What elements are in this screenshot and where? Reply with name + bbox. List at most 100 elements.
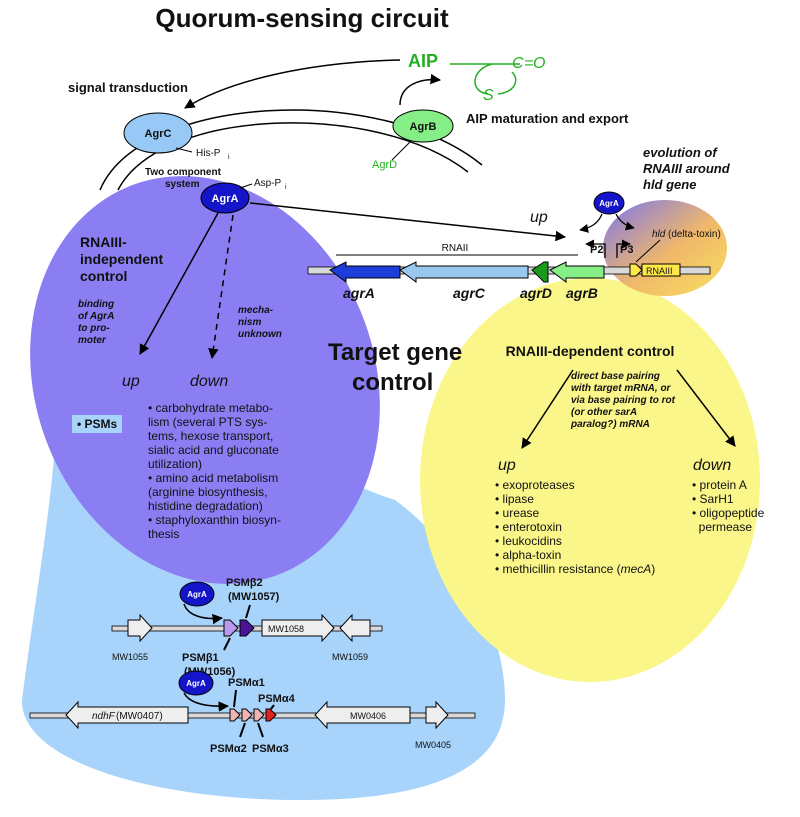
asp-pi-subscript: i <box>285 184 287 191</box>
agra-to-p2-arrow <box>249 202 567 242</box>
agra-promoter-label: AgrA <box>599 199 619 208</box>
binding-line3: to pro- <box>78 323 110 334</box>
mw1055-label: MW1055 <box>112 652 148 662</box>
rnaiii-label: RNAIII <box>646 266 673 276</box>
hld-desc-label: (delta-toxin) <box>668 229 721 240</box>
gene-mw1059 <box>339 613 371 643</box>
mechanism-line1: mecha- <box>238 305 274 316</box>
agrc-label: AgrC <box>145 128 172 140</box>
agra-to-psm-up-arrow <box>139 212 219 355</box>
gene-agrb <box>549 261 605 283</box>
down-item: lism (several PTS sys- <box>148 415 267 429</box>
down-item: utilization) <box>148 457 202 471</box>
agra-psm-alpha-arrow <box>183 692 230 712</box>
down-item: • carbohydrate metabo- <box>148 401 273 415</box>
dependent-up-list: • exoproteases • lipase • urease • enter… <box>495 478 655 576</box>
his-pi-subscript: i <box>228 154 230 161</box>
evolution-line2: RNAIII around <box>643 161 731 176</box>
gene-label-agrd: agrD <box>520 285 552 301</box>
aip-oxygen: O <box>533 55 545 72</box>
dependent-up-arrow <box>521 369 574 449</box>
p3-promoter-arrow <box>616 239 631 258</box>
agrc-protein <box>123 112 193 154</box>
psm-alpha4-pointer <box>270 704 275 710</box>
aip-carbon: C <box>512 55 524 72</box>
aip-double-bond: = <box>524 55 533 72</box>
note-line: direct base pairing <box>571 371 660 382</box>
agra-p2-arrow <box>579 213 603 233</box>
down-item: sialic acid and gluconate <box>148 443 279 457</box>
rnaiii-dependent-region <box>420 278 760 682</box>
psm-alpha2-label: PSMα2 <box>210 743 247 755</box>
psm-alpha1-label: PSMα1 <box>228 677 265 689</box>
down-item: histidine degradation) <box>148 499 263 513</box>
gene-ndhf <box>65 700 189 730</box>
evolution-line1: evolution of <box>643 145 718 160</box>
aip-label: AIP <box>408 51 438 71</box>
note-line: (or other sarA <box>571 407 637 418</box>
dependent-heading: RNAIII-dependent control <box>506 343 675 359</box>
gene-label-agrb: agrB <box>566 285 598 301</box>
psm-alpha4-label: PSMα4 <box>258 693 296 705</box>
independent-heading-2: independent <box>80 251 164 267</box>
evolution-line3: hld gene <box>643 177 696 192</box>
psm-beta2-label: PSMβ2 <box>226 577 263 589</box>
psm-alpha3-label: PSMα3 <box>252 743 289 755</box>
gene-agrd <box>531 261 549 283</box>
psm-beta1-pointer <box>223 637 231 651</box>
agra-psm-alpha-protein <box>178 670 214 696</box>
p3-label: P3 <box>620 244 633 256</box>
psm-beta2-pointer <box>245 604 251 619</box>
down-item: • staphyloxanthin biosyn- <box>148 513 281 527</box>
two-component-line1: Two component <box>145 167 222 178</box>
up-item: • leukocidins <box>495 534 562 548</box>
ndhf-label: ndhF <box>92 711 116 722</box>
gene-hld <box>629 263 643 277</box>
dependent-note: direct base pairing with target mRNA, or… <box>570 371 676 430</box>
agrd-link-line <box>391 141 411 161</box>
agra-psm-alpha-label: AgrA <box>186 679 206 688</box>
aip-to-agrc-arrow <box>184 59 401 109</box>
dependent-down-list: • protein A • SarH1 • oligopeptide perme… <box>692 478 765 534</box>
up-item-methicillin: • methicillin resistance (mecA) <box>495 562 655 576</box>
p2-promoter-arrow <box>585 239 606 258</box>
up-item: • enterotoxin <box>495 520 562 534</box>
down-item: • oligopeptide <box>692 506 765 520</box>
aip-maturation-label: AIP maturation and export <box>466 111 629 126</box>
down-item: tems, hexose transport, <box>148 429 273 443</box>
membrane-inner <box>117 122 469 191</box>
agrd-label: AgrD <box>372 159 397 171</box>
rnaii-label: RNAII <box>442 243 469 254</box>
agrb-label: AgrB <box>410 121 437 133</box>
binding-line4: moter <box>78 335 107 346</box>
agrb-export-arrow <box>399 73 442 106</box>
gene-mw1055 <box>127 613 153 643</box>
gene-psm-alpha3 <box>253 708 265 722</box>
dependent-up-label: up <box>498 457 516 474</box>
psm-beta2-id: (MW1057) <box>228 591 280 603</box>
mw0405-label: MW0405 <box>415 740 451 750</box>
agra-psm-beta-label: AgrA <box>187 590 207 599</box>
mechanism-line2: nism <box>238 317 261 328</box>
mw1058-label: MW1058 <box>268 624 304 634</box>
psm-alpha3-pointer <box>257 722 264 738</box>
target-title-line2: control <box>352 369 433 396</box>
asp-pi-label: Asp-P <box>254 178 282 189</box>
asp-pi-line <box>239 183 253 189</box>
hld-pointer <box>635 239 661 263</box>
mechanism-line3: unknown <box>238 329 282 340</box>
agra-psm-beta-protein <box>179 581 215 607</box>
gene-mw0406 <box>314 700 411 730</box>
psm-beta1-label: PSMβ1 <box>182 652 219 664</box>
mw0406-label: MW0406 <box>350 711 386 721</box>
dependent-down-label: down <box>693 457 731 474</box>
ndhf-id-label: (MW0407) <box>116 711 163 722</box>
up-item: • lipase <box>495 492 534 506</box>
two-component-line2: system <box>165 179 200 190</box>
gene-agrc <box>399 261 529 283</box>
gene-psm-beta2 <box>239 619 255 637</box>
signal-transduction-label: signal transduction <box>68 80 188 95</box>
aip-sulfur: S <box>483 87 494 104</box>
agra-protein <box>200 182 250 214</box>
agra-label: AgrA <box>212 193 239 205</box>
